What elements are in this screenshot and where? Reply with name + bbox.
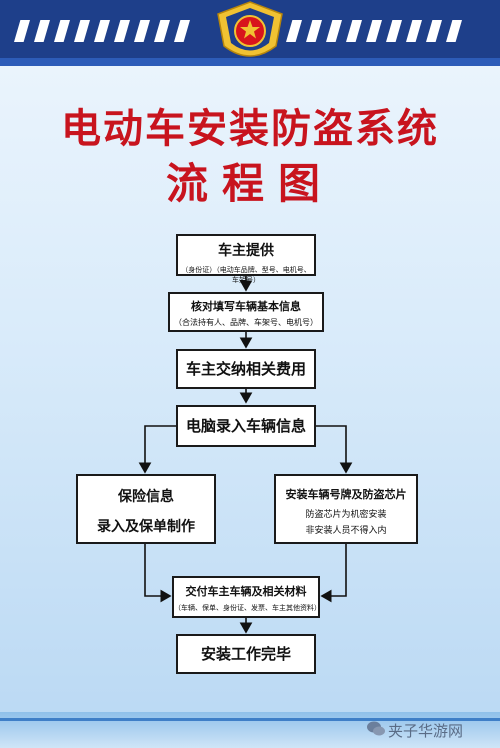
chevron-decoration-right — [286, 20, 462, 44]
step-deliver-materials-detail: （车辆、保单、身份证、发票、车主其他资料） — [174, 604, 321, 612]
step-pay-fees: 车主交纳相关费用 — [176, 349, 316, 389]
step-install-plate-chip: 安装车辆号牌及防盗芯片 防盗芯片为机密安装 非安装人员不得入内 — [274, 474, 418, 544]
step-pay-fees-label: 车主交纳相关费用 — [185, 360, 306, 378]
national-police-emblem-icon — [217, 1, 283, 57]
step-enter-vehicle-info-label: 电脑录入车辆信息 — [185, 417, 306, 435]
step-owner-provides: 车主提供 （身份证）（电动车品牌、型号、电机号、车架号） — [176, 234, 316, 284]
arrow-step4-right — [316, 425, 353, 474]
header-stripe — [0, 58, 500, 66]
watermark-text: 夹子华游网 — [388, 722, 464, 740]
step-verify-info-label: 核对填写车辆基本信息 — [191, 300, 301, 313]
step-insurance-line2: 录入及保单制作 — [97, 519, 195, 535]
step-verify-info-detail: （合法持有人、品牌、车架号、电机号） — [174, 318, 318, 327]
step-insurance-line1: 保险信息 — [118, 489, 174, 505]
step-install-plate-chip-note1: 防盗芯片为机密安装 — [305, 510, 387, 520]
step-enter-vehicle-info: 电脑录入车辆信息 — [176, 405, 316, 447]
poster-subtitle: 流程图 — [165, 159, 334, 208]
step-owner-provides-detail: （身份证）（电动车品牌、型号、电机号、车架号） — [181, 266, 311, 284]
poster-title: 电动车安装防盗系统 — [61, 105, 439, 152]
step-installation-complete: 安装工作完毕 — [176, 634, 316, 674]
step-owner-provides-label: 车主提供 — [218, 243, 274, 259]
step-verify-info: 核对填写车辆基本信息 （合法持有人、品牌、车架号、电机号） — [168, 292, 324, 332]
step-insurance: 保险信息 录入及保单制作 — [76, 474, 216, 544]
header-banner — [0, 0, 500, 66]
arrow-right-step5 — [320, 544, 347, 603]
arrow-left-step5 — [144, 544, 172, 603]
wechat-watermark-icon — [367, 721, 385, 736]
footer-band — [0, 712, 500, 748]
footer-line — [0, 718, 500, 721]
arrow-step4-left — [138, 425, 176, 474]
step-install-plate-chip-label: 安装车辆号牌及防盗芯片 — [285, 488, 407, 501]
chevron-decoration-left — [14, 20, 190, 44]
step-deliver-materials: 交付车主车辆及相关材料 （车辆、保单、身份证、发票、车主其他资料） — [172, 576, 321, 618]
step-installation-complete-label: 安装工作完毕 — [200, 645, 291, 663]
step-deliver-materials-label: 交付车主车辆及相关材料 — [185, 585, 307, 598]
step-install-plate-chip-note2: 非安装人员不得入内 — [305, 526, 387, 536]
